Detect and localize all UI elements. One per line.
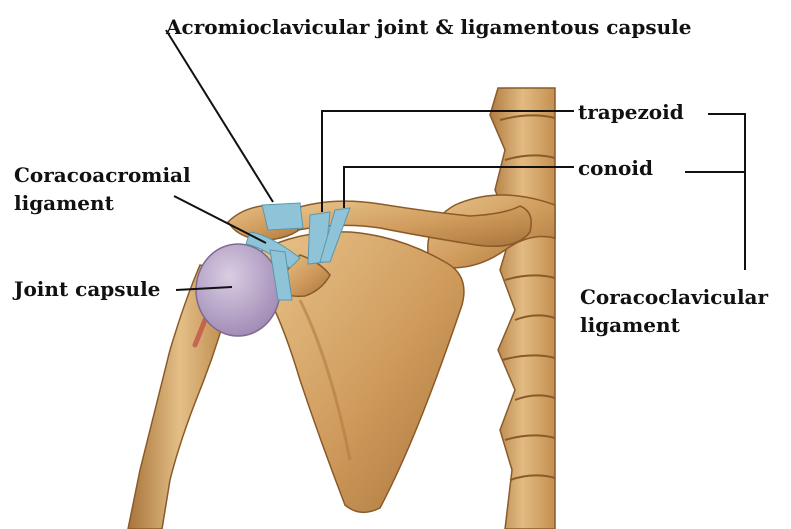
label-conoid: conoid — [578, 155, 653, 181]
joint-capsule — [196, 244, 280, 336]
label-trapezoid: trapezoid — [578, 99, 684, 125]
label-coracoacromial-line2: ligament — [14, 190, 114, 216]
leader-coracoclavicular-bracket — [708, 114, 745, 270]
label-coracoacromial-line1: Coracoacromial — [14, 162, 191, 188]
label-joint-capsule: Joint capsule — [14, 276, 160, 302]
vertebral-column — [490, 88, 555, 529]
label-acromioclavicular: Acromioclavicular joint & ligamentous ca… — [166, 14, 692, 40]
label-coracoclavicular-line1: Coracoclavicular — [580, 284, 768, 310]
label-coracoclavicular-line2: ligament — [580, 312, 680, 338]
